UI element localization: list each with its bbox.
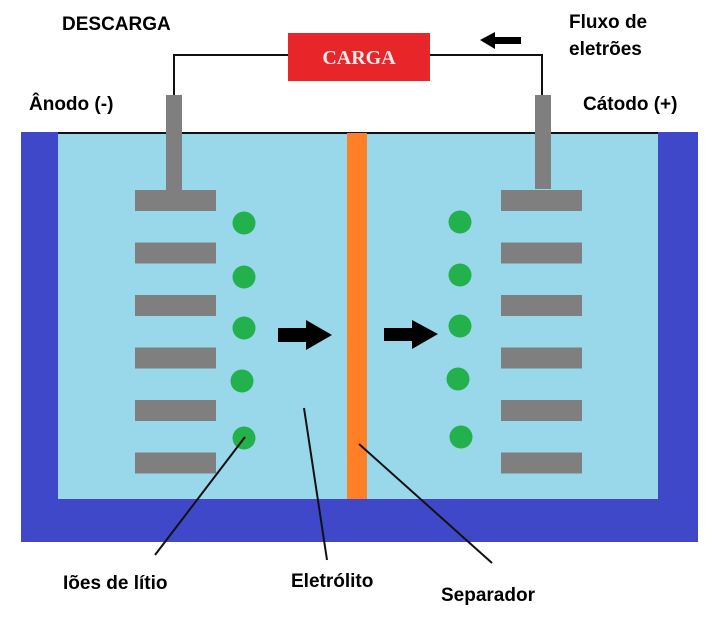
cathode-plate — [501, 347, 582, 369]
wire-cathode — [428, 54, 543, 95]
cathode-lithium-ion — [448, 210, 472, 234]
anode-lithium-ion — [232, 211, 256, 235]
electron-flow-arrow-icon — [480, 32, 521, 49]
cathode-plate — [501, 190, 582, 211]
cathode-lithium-ion — [449, 425, 473, 449]
mode-label: DESCARGA — [62, 14, 171, 35]
anode-plate — [135, 452, 216, 474]
anode-plate — [135, 347, 216, 369]
callout-line-separator — [358, 443, 493, 564]
callout-line-electrolyte — [303, 407, 328, 561]
cathode-lithium-ion — [448, 263, 472, 287]
separator-callout-label: Separador — [441, 585, 535, 606]
load-label: CARGA — [322, 47, 396, 69]
cathode-plate — [501, 400, 582, 421]
wire-anode — [173, 54, 290, 95]
anode-lithium-ion — [230, 369, 254, 393]
callout-line-ions — [154, 436, 246, 556]
cathode-lithium-ion — [448, 314, 472, 338]
anode-plate — [135, 295, 216, 316]
anode-terminal — [166, 95, 182, 191]
electron-flow-label-line1: Fluxo de — [569, 12, 648, 33]
cathode-plate — [501, 242, 582, 264]
cathode-lithium-ion — [446, 367, 470, 391]
cathode-plate — [501, 295, 582, 316]
cathode-lithium-ions — [446, 210, 473, 449]
cathode-terminal — [535, 95, 551, 189]
ion-flow-arrow-right-icon — [384, 320, 438, 349]
cathode-label: Cátodo (+) — [583, 94, 678, 115]
cathode-plate — [501, 452, 582, 474]
load-box — [288, 33, 430, 81]
anode-plate — [135, 400, 216, 421]
anode-plate — [135, 242, 216, 264]
anode-lithium-ion — [232, 265, 256, 289]
anode-electrode — [135, 95, 216, 474]
cathode-electrode — [501, 95, 582, 474]
ions-callout-label: Iões de lítio — [63, 573, 168, 594]
anode-plate — [135, 190, 216, 211]
ion-flow-arrow-left-icon — [278, 320, 332, 350]
electrolyte-callout-label: Eletrólito — [291, 571, 374, 592]
anode-label: Ânodo (-) — [29, 94, 114, 115]
anode-lithium-ion — [232, 316, 256, 340]
separator — [347, 133, 367, 499]
electron-flow-label-line2: eletrões — [569, 39, 642, 60]
